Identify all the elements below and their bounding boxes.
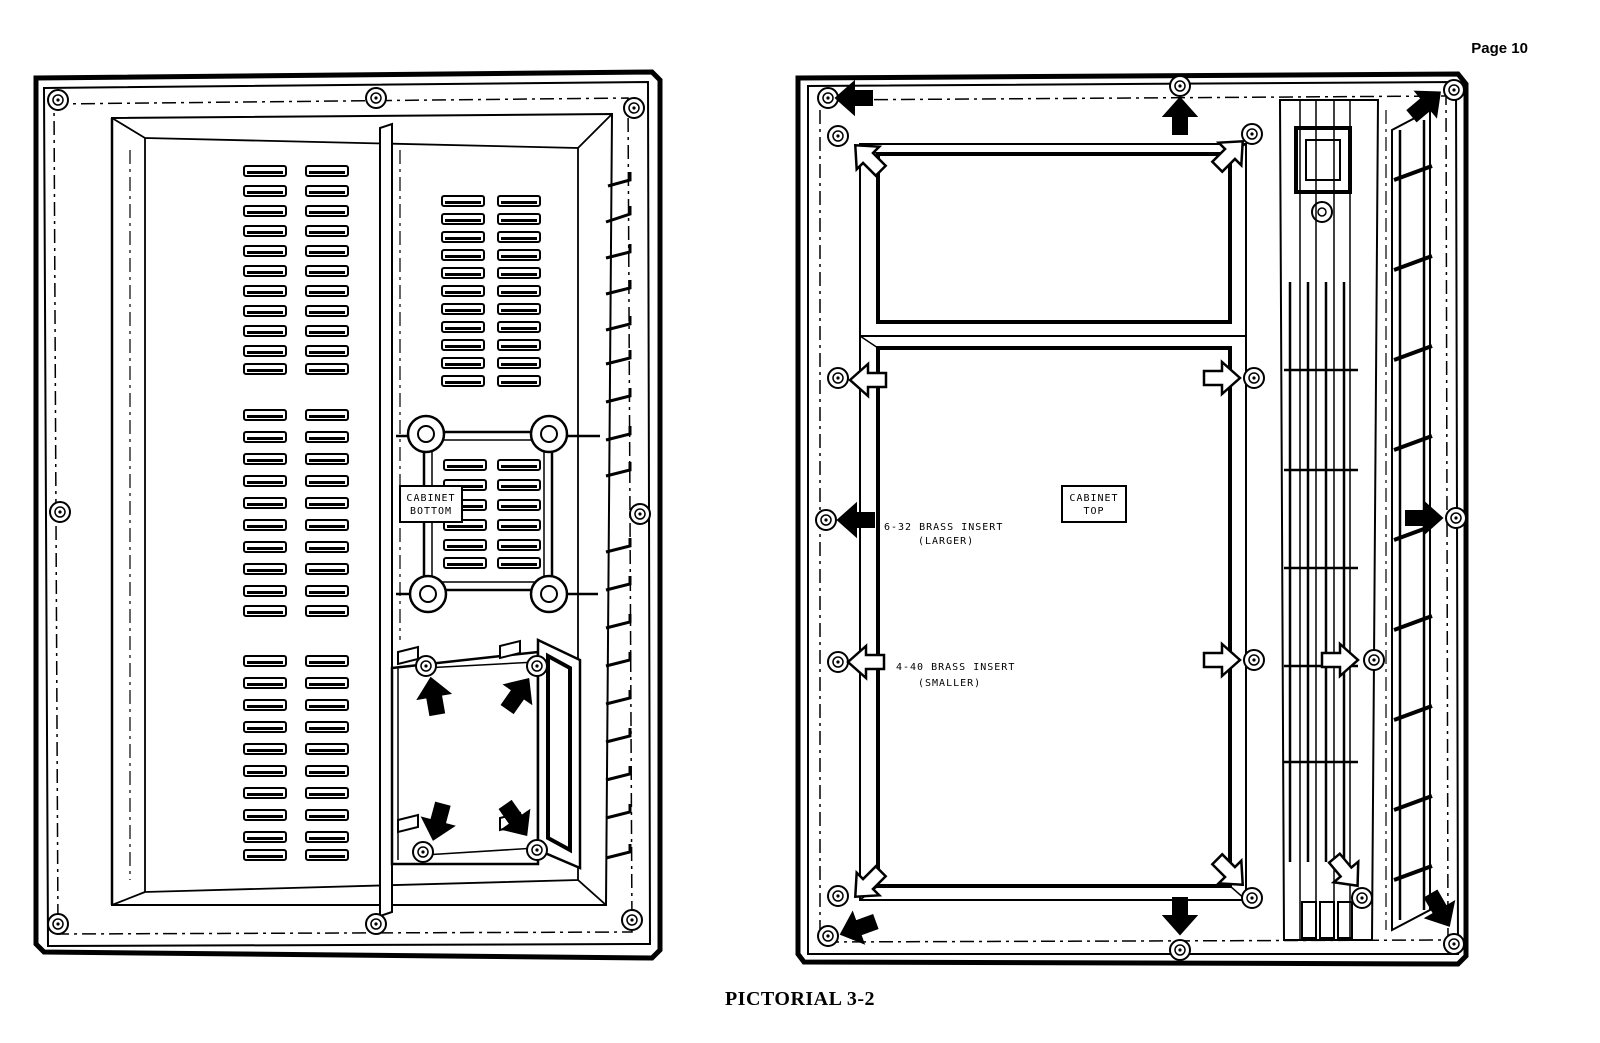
page-number: Page 10 [1471, 40, 1528, 57]
pictorial-caption: PICTORIAL 3-2 [724, 988, 876, 1010]
cabinet-top-label-line1: CABINET [1069, 493, 1118, 504]
cabinet-top-panel: CABINET TOP 6-32 BRASS INSERT (LARGER) 4… [795, 71, 1469, 967]
side-rails [1278, 99, 1380, 941]
cabinet-bottom-label-line2: BOTTOM [410, 506, 452, 517]
insert-large-label-line2: (LARGER) [918, 536, 974, 547]
upper-window-frame [859, 143, 1247, 337]
cabinet-bottom-panel: CABINET BOTTOM [33, 69, 663, 961]
insert-small-label-line1: 4-40 BRASS INSERT [896, 662, 1015, 673]
insert-large-label-line1: 6-32 BRASS INSERT [884, 522, 1003, 533]
grille-slots-center [1284, 282, 1358, 862]
cabinet-top-label-line2: TOP [1083, 506, 1104, 517]
insert-small-label-line2: (SMALLER) [918, 678, 981, 689]
lower-compartment [390, 638, 582, 870]
lower-window-frame [859, 335, 1247, 901]
grille-right [1385, 108, 1433, 932]
cabinet-bottom-label-line1: CABINET [406, 493, 455, 504]
edge-clips [605, 172, 632, 860]
